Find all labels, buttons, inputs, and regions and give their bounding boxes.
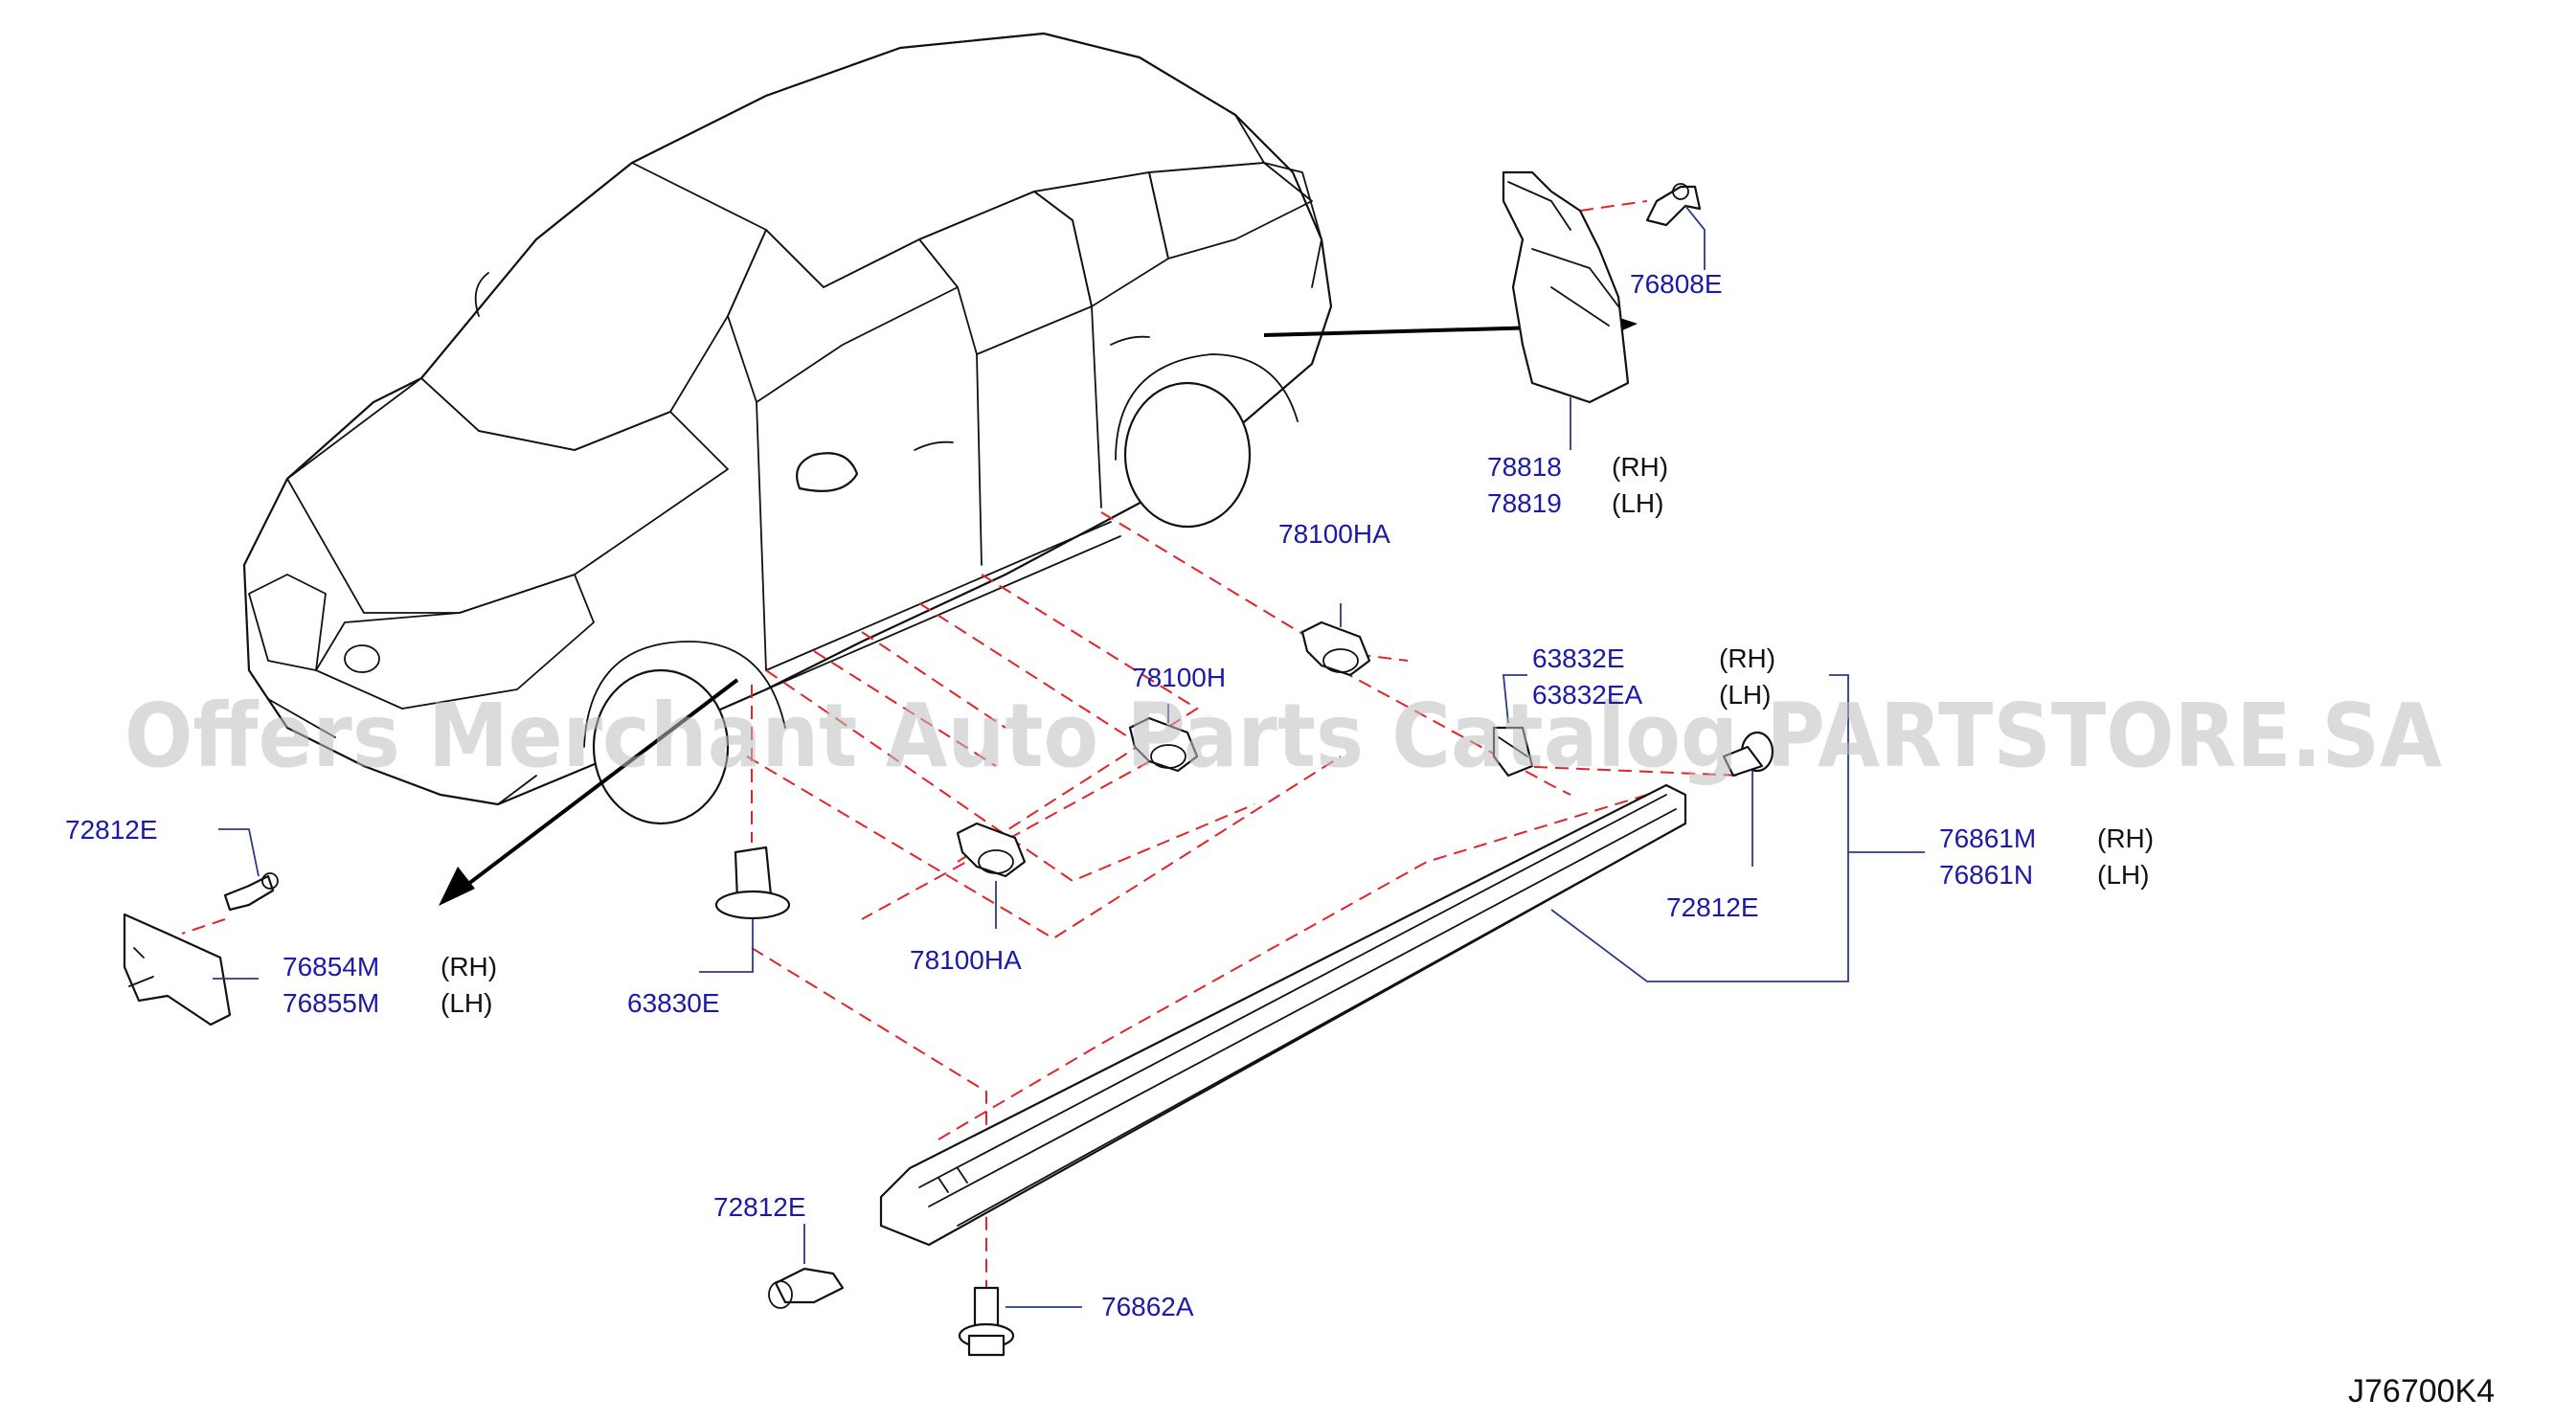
label-78819-side: (LH) [1612,488,1663,518]
part-labels: 76808E 78818 (RH) 78819 (LH) 78100HA 781… [65,269,2495,1410]
label-78819: 78819 [1487,488,1562,518]
leader-lines [213,205,1925,1308]
rear-mudguard-part [1502,170,1630,404]
label-72812E-left: 72812E [65,815,158,845]
watermark: Offers Merchant Auto Parts Catalog PARTS… [124,685,2442,787]
label-76854M-side: (RH) [441,952,497,981]
label-76854M: 76854M [282,952,379,981]
label-76808E: 76808E [1630,269,1723,299]
clip-72812E-left-icon [223,872,279,912]
label-72812E-bottom: 72812E [713,1192,806,1222]
label-63832E: 63832E [1532,643,1625,673]
label-76861M: 76861M [1939,823,2036,853]
bracket-63832E-icon [1492,726,1534,778]
clip-78100HA-top-icon [1300,620,1371,677]
front-mudguard-part [123,913,232,1026]
label-76862A: 76862A [1101,1292,1194,1321]
label-78100HA-top: 78100HA [1278,519,1390,549]
fitting-guide-lines [181,200,1744,1302]
label-76861M-side: (RH) [2097,823,2154,853]
label-63830E: 63830E [627,988,720,1018]
label-63832E-side: (RH) [1719,643,1775,673]
label-76855M: 76855M [282,988,379,1018]
bolt-76862A-icon [958,1286,1015,1357]
label-72812E-right: 72812E [1666,892,1759,922]
label-63832EA: 63832EA [1532,680,1643,710]
clip-78100H-icon [1128,716,1199,773]
car-illustration [242,32,1333,825]
clip-78100HA-bottom-icon [956,822,1027,878]
label-76855M-side: (LH) [441,988,492,1018]
label-78100H: 78100H [1132,663,1226,692]
side-sill-moulding-part [879,783,1687,1247]
clip-72812E-bottom-icon [768,1267,845,1309]
label-76861N: 76861N [1939,860,2033,890]
label-76861N-side: (LH) [2097,860,2149,890]
clip-72812E-right-icon [1722,731,1774,778]
label-78818: 78818 [1487,452,1562,482]
label-78100HA-bottom: 78100HA [910,945,1022,975]
clip-63830E-icon [714,846,791,920]
label-63832EA-side: (LH) [1719,680,1771,710]
diagram-reference: J76700K4 [2348,1373,2495,1410]
clip-76808E-icon [1645,183,1702,227]
label-78818-side: (RH) [1612,452,1668,482]
